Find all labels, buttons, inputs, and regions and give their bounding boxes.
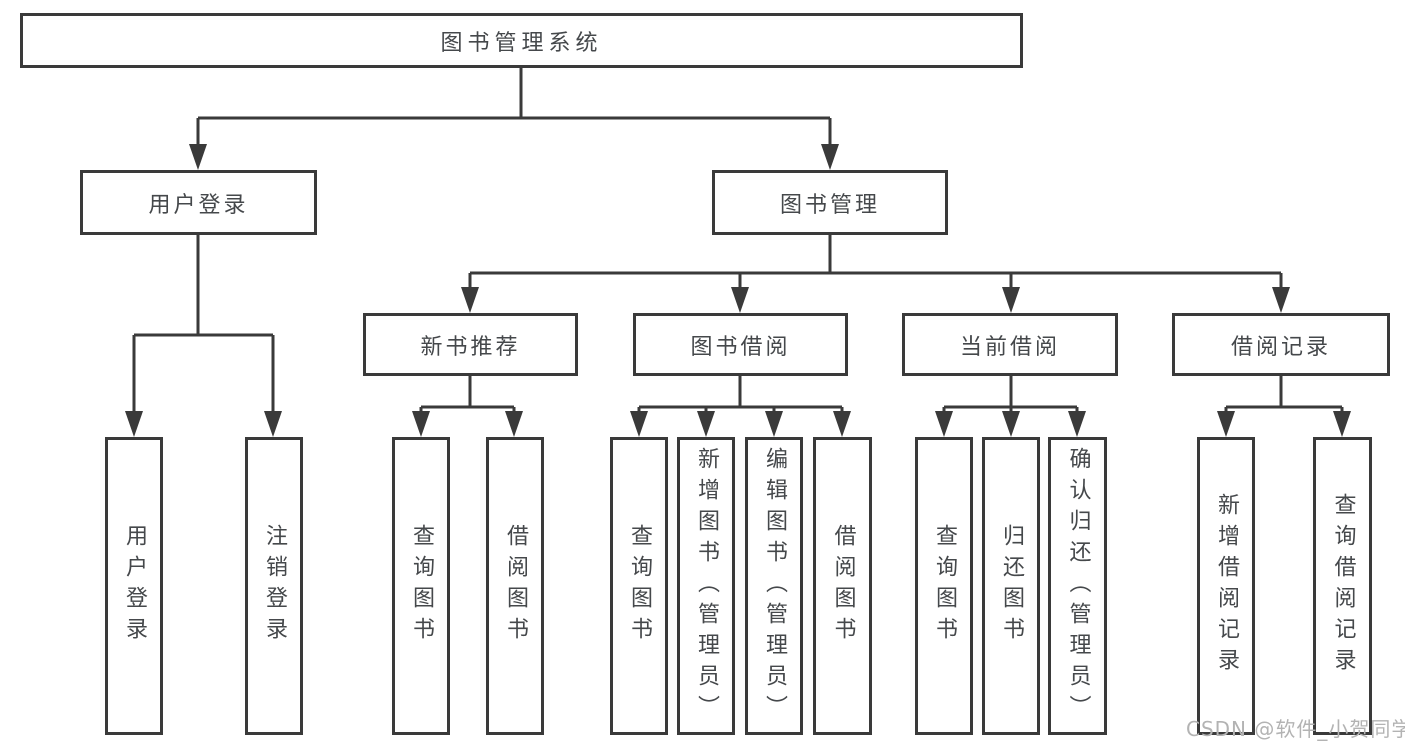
leaf-br-query-record: 查询借阅记录 [1313, 437, 1372, 735]
leaf-nbr-borrow-books: 借阅图书 [486, 437, 544, 735]
leaf-bb-add-books-admin: 新增图书（管理员） [677, 437, 735, 735]
leaf-label: 查询图书 [627, 524, 652, 648]
leaf-label: 查询图书 [932, 524, 957, 648]
leaf-label: 编辑图书（管理员） [762, 446, 787, 726]
leaf-cb-confirm-return-admin: 确认归还（管理员） [1048, 437, 1107, 735]
wire-book-borrow [637, 376, 844, 417]
wire-user-login-to-leaves [132, 235, 275, 417]
leaf-cb-query-books: 查询图书 [915, 437, 973, 735]
leaf-cb-return-books: 归还图书 [982, 437, 1040, 735]
leaf-label: 用户登录 [122, 524, 147, 648]
leaf-label: 借阅图书 [503, 524, 528, 648]
leaf-label: 新增图书（管理员） [694, 446, 719, 726]
wire-new-book-recommend [419, 376, 516, 417]
leaf-label: 新增借阅记录 [1214, 493, 1239, 679]
leaf-logout: 注销登录 [245, 437, 303, 735]
leaf-br-add-record: 新增借阅记录 [1197, 437, 1255, 735]
node-borrow-records: 借阅记录 [1172, 313, 1390, 376]
node-current-borrow: 当前借阅 [902, 313, 1118, 376]
node-label: 当前借阅 [959, 334, 1060, 360]
leaf-label: 借阅图书 [830, 524, 856, 648]
node-label: 图书管理 [779, 192, 880, 218]
leaf-label: 确认归还（管理员） [1065, 446, 1091, 726]
node-label: 图书借阅 [690, 334, 791, 360]
wire-current-borrow [942, 376, 1079, 417]
leaf-bb-borrow-books: 借阅图书 [813, 437, 872, 735]
node-library-management-system: 图书管理系统 [20, 13, 1023, 68]
leaf-bb-query-books: 查询图书 [610, 437, 668, 735]
wire-root-to-level2 [196, 68, 832, 150]
leaf-label: 查询借阅记录 [1330, 493, 1356, 679]
node-book-management: 图书管理 [712, 170, 948, 235]
node-label: 借阅记录 [1230, 334, 1331, 360]
leaf-label: 查询图书 [409, 524, 434, 648]
leaf-label: 归还图书 [999, 524, 1024, 648]
wire-borrow-records [1224, 376, 1344, 417]
wire-book-mgmt-to-level3 [468, 235, 1283, 293]
arrowheads [125, 144, 1351, 437]
node-label: 新书推荐 [420, 334, 521, 360]
node-label: 用户登录 [148, 192, 249, 218]
node-new-book-recommend: 新书推荐 [363, 313, 578, 376]
leaf-bb-edit-books-admin: 编辑图书（管理员） [745, 437, 803, 735]
node-book-borrow: 图书借阅 [633, 313, 848, 376]
csdn-watermark: CSDN @软件_小贺同学 [1186, 717, 1405, 741]
leaf-nbr-query-books: 查询图书 [392, 437, 450, 735]
node-label: 图书管理系统 [440, 30, 603, 56]
leaf-user-login: 用户登录 [105, 437, 163, 735]
leaf-label: 注销登录 [262, 524, 287, 648]
node-user-login: 用户登录 [80, 170, 317, 235]
